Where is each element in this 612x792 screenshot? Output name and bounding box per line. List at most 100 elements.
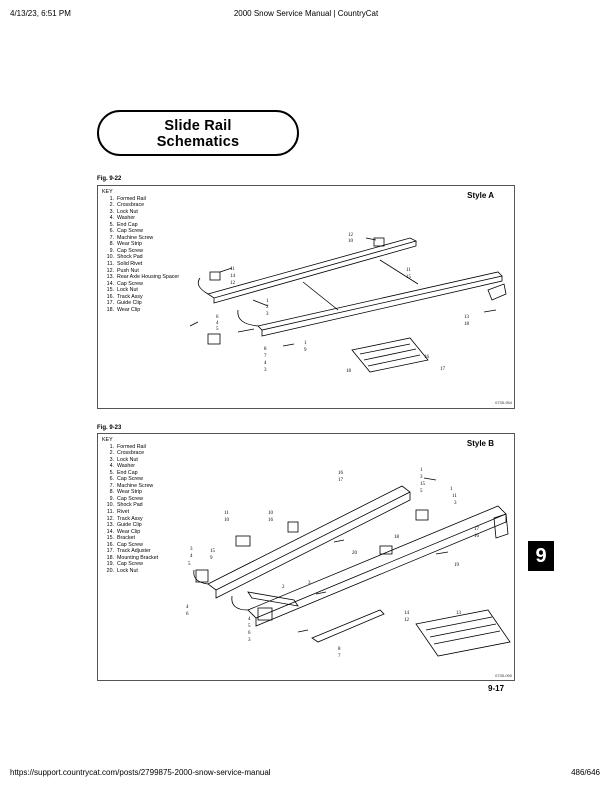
key-item-number: 14. [106,280,114,287]
figure-b-callout: 8 [338,647,341,652]
key-item: 17.Guide Clip [102,300,179,307]
figure-b-callout: 11 [452,494,457,499]
key-item-number: 17. [106,548,114,555]
key-item-text: Rivet [117,509,130,516]
key-item-number: 18. [106,554,114,561]
key-item-number: 16. [106,541,114,548]
key-item-text: Bracket [117,535,135,542]
key-item: 6.Cap Screw [102,476,158,483]
key-item-text: Lock Nut [117,208,138,215]
key-item: 18.Mounting Bracket [102,554,159,562]
figure-a-drawing: 12 10 11 14 12 11 15 13 18 1 2 3 6 4 5 8… [189,233,507,374]
figure-b-callout: 2 [282,585,285,590]
key-item-text: Lock Nut [117,287,138,294]
figure-b-callout: 12 [404,618,410,623]
key-item-text: Machine Screw [117,482,154,489]
figure-b-callout: 1 [420,468,423,473]
figure-b-callout: 6 [186,612,189,617]
figure-b-callout: 4 [248,617,251,622]
figure-a-callout: 4 [216,321,219,326]
figure-b-callout: 14 [404,611,410,616]
figure-b-callout: 9 [210,556,213,561]
key-item: 3.Lock Nut [102,457,158,464]
key-item-number: 15. [106,535,114,542]
key-item: 20.Lock Nut [102,568,158,575]
figure-b-callout: 5 [420,489,423,494]
figure-a-callout: 10 [348,239,354,244]
key-item-text: Cap Screw [117,228,143,235]
key-item-text: Cap Screw [117,495,143,502]
key-item: 12.Track Assy [102,516,158,523]
figure-a-callout: 18 [346,369,352,374]
key-item-text: Track Adjuster [117,548,151,555]
key-item: 11.Rivet [102,509,158,516]
figure-b-callout: 20 [352,551,358,556]
figure-b-callout: 10 [268,511,274,516]
key-item-text: Wear Strip [117,489,142,496]
key-item-text: Wear Clip [117,528,141,535]
figure-b-callout: 3 [190,547,193,552]
figure-a-callout: 4 [264,361,267,366]
figure-a-callout: 15 [406,275,412,280]
figure-b-callout: 15 [210,549,216,554]
figure-b-callout: 4 [186,605,189,610]
key-item-number: 16. [106,293,114,300]
figure-b-code: 0735-090 [495,673,512,678]
figure-a-callout: 14 [230,274,236,279]
figure-b-callout: 16 [268,518,274,523]
figure-a-callout: 6 [216,315,219,320]
key-item-text: Push Nut [117,267,139,274]
key-item: 18.Wear Clip [102,307,179,314]
key-item-number: 7. [109,482,114,489]
key-item-text: Crossbrace [117,202,145,209]
figure-a-callout: 17 [440,367,446,372]
key-item: 7.Machine Screw [102,235,179,242]
key-item-number: 19. [106,561,114,568]
key-item-number: 14. [106,528,114,535]
key-item: 9.Cap Screw [102,496,158,503]
figure-a-callout: 3 [266,312,269,317]
figure-a-callout: 3 [264,368,267,373]
figure-a-callout: 5 [216,327,219,332]
key-item-number: 18. [106,306,114,313]
key-item-text: Wear Clip [117,306,141,313]
figure-b-callout: 3 [420,475,423,480]
key-item: 14.Wear Clip [102,529,158,536]
figure-a-code: 0735-954 [495,400,512,405]
key-item-text: Shock Pad [117,502,143,509]
key-item-number: 6. [109,476,114,483]
figure-a-callout: 18 [464,322,470,327]
key-item: 9.Cap Screw [102,248,179,255]
figure-b-callout: 13 [456,611,462,616]
figure-a-box: 12 10 11 14 12 11 15 13 18 1 2 3 6 4 5 8… [97,185,515,409]
key-item: 13.Guide Clip [102,522,158,529]
figure-b-callout: 6 [248,631,251,636]
key-item-text: End Cap [117,221,138,228]
key-item: 5.End Cap [102,470,158,477]
key-item-number: 9. [109,247,114,254]
key-item-text: Crossbrace [117,450,145,457]
figure-b-callout: 10 [224,518,230,523]
figure-b-callout: 18 [394,535,400,540]
section-title-line-2: Schematics [156,134,240,150]
key-item: 7.Machine Screw [102,483,158,490]
key-item-text: Wear Strip [117,241,142,248]
key-item: 5.End Cap [102,222,179,229]
key-item-text: Lock Nut [117,456,138,463]
key-item-number: 6. [109,228,114,235]
key-item: 1.Formed Rail [102,196,179,203]
figure-b-callout: 7 [338,654,341,659]
figure-b-style-label: Style B [466,439,494,448]
key-item-number: 2. [109,450,114,457]
section-title-box: Slide Rail Schematics [97,110,299,156]
key-item-number: 3. [109,208,114,215]
key-item: 15.Bracket [102,535,158,542]
key-item-text: Mounting Bracket [117,554,159,561]
key-item-text: Cap Screw [117,561,143,568]
figure-b-box: 16 17 1 3 15 5 1 11 3 11 10 10 16 17 16 … [97,433,515,681]
key-item-text: Cap Screw [117,476,143,483]
print-datetime: 4/13/23, 6:51 PM [10,9,71,18]
key-item: 17.Track Adjuster [102,548,158,555]
